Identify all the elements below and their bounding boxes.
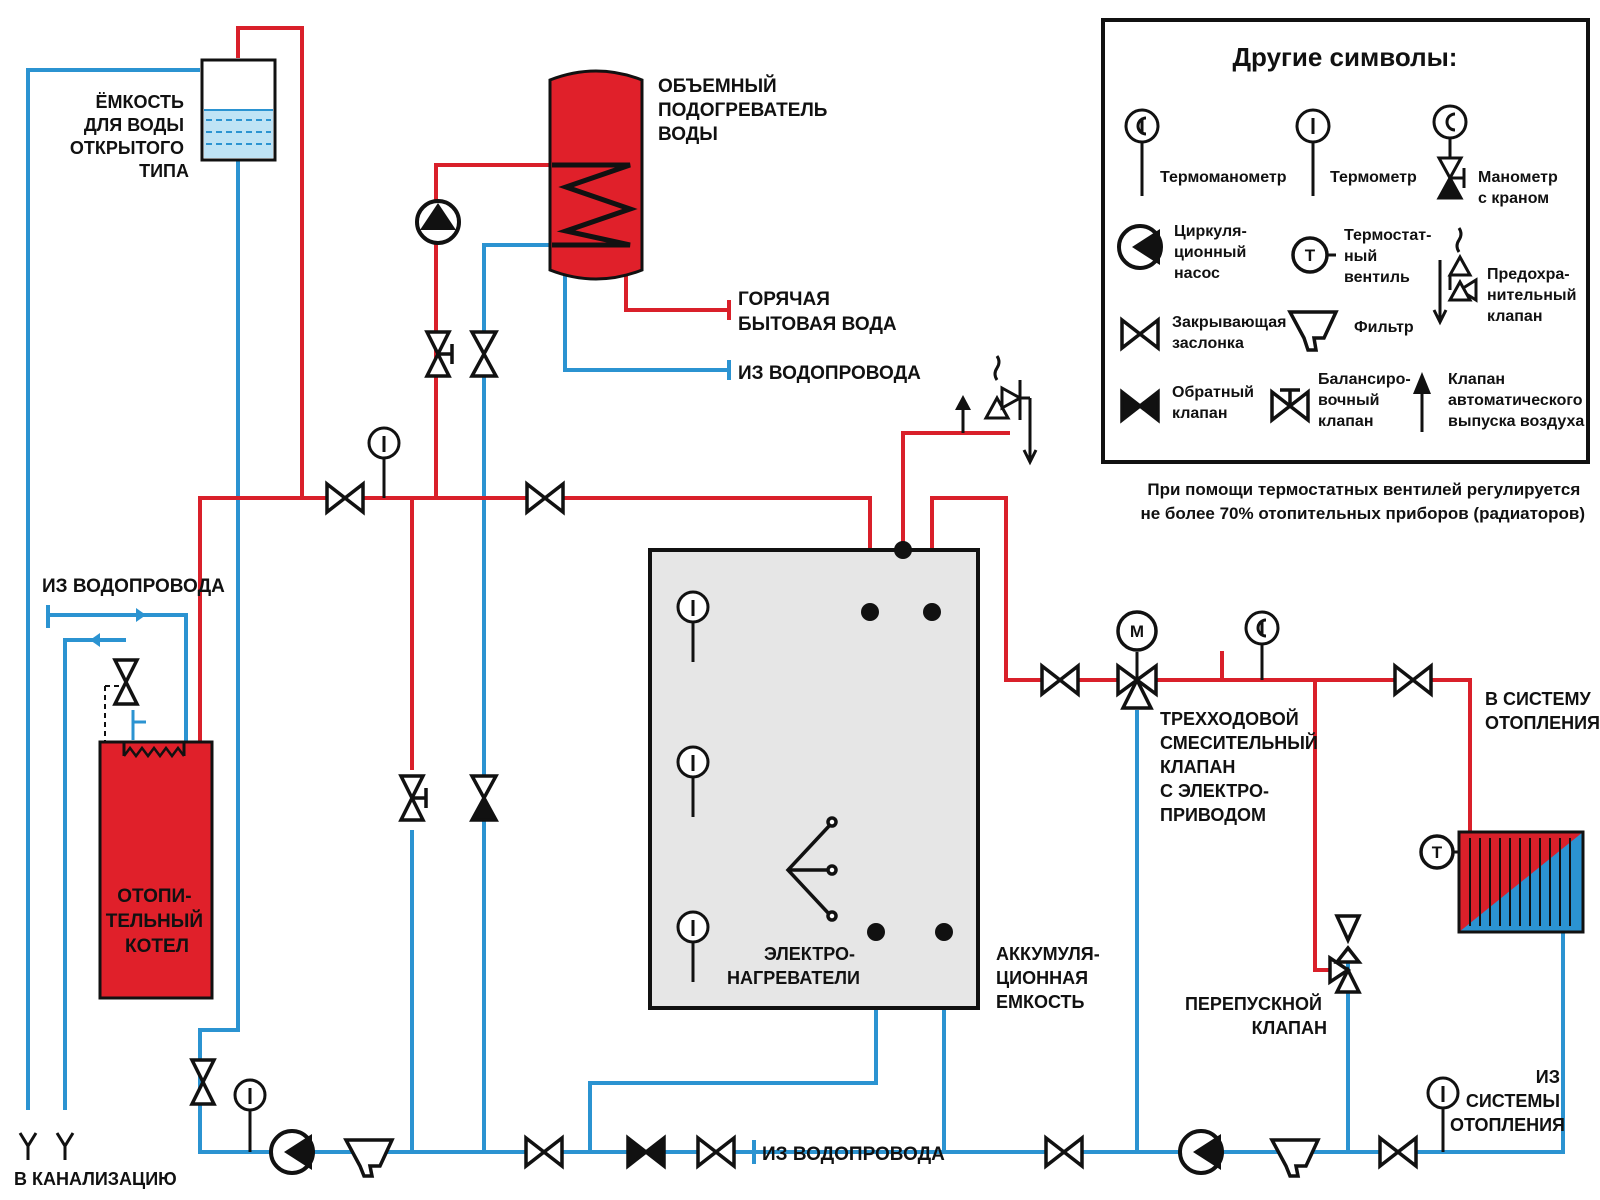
legend-shutoff-label: Закрывающая заслонка (1172, 314, 1291, 352)
pump-icon (1117, 224, 1163, 270)
shutoff-valve-icon (1120, 316, 1160, 352)
check-valve-icon (626, 1134, 666, 1170)
electric-heaters-icon (785, 816, 838, 922)
boiler (98, 740, 214, 1000)
electric-heaters-label: ЭЛЕКТРО- НАГРЕВАТЕЛИ (727, 944, 860, 988)
drain-label: В КАНАЛИЗАЦИЮ (14, 1169, 177, 1189)
legend-thermostatic-label: Термостат- ный вентиль (1344, 227, 1436, 286)
thermometer-icon (1295, 108, 1331, 196)
motor-letter: M (1130, 622, 1144, 641)
pump-icon (269, 1129, 315, 1175)
balancing-valve-icon (112, 330, 454, 822)
legend-thermomanometer-label: Термоманометр (1160, 169, 1287, 186)
arrow-left-icon (90, 633, 100, 647)
legend-title: Другие символы: (1233, 42, 1458, 72)
balancing-valve-icon (1270, 388, 1310, 424)
open-water-tank (200, 58, 277, 162)
legend-balancing-label: Балансиро- вочный клапан (1318, 371, 1415, 430)
thermometer-icon (676, 590, 710, 982)
hot-water-label: ГОРЯЧАЯ БЫТОВАЯ ВОДА (738, 289, 897, 335)
water-heater-label: ОБЪЕМНЫЙ ПОДОГРЕВАТЕЛЬ ВОДЫ (658, 75, 833, 145)
thermostatic-valve-icon (1419, 834, 1459, 870)
from-supply-left-label: ИЗ ВОДОПРОВОДА (42, 576, 225, 597)
bypass-valve-label: ПЕРЕПУСКНОЙ КЛАПАН (1185, 993, 1327, 1038)
radiator (1457, 830, 1585, 934)
legend-safety-label: Предохра- нительный клапан (1487, 266, 1581, 325)
safety-valve-icon (1432, 227, 1478, 326)
check-valve-icon (1120, 388, 1160, 424)
manometer-icon (1432, 104, 1468, 200)
drain-icon (18, 1132, 75, 1160)
thermometer-icon (233, 1078, 267, 1152)
pump-icon (415, 199, 461, 245)
air-vent-icon (1413, 372, 1431, 432)
open-tank-label: ЁМКОСТЬ ДЛЯ ВОДЫ ОТКРЫТОГО ТИПА (70, 92, 189, 181)
filter-icon (1287, 310, 1339, 352)
filter-icon (343, 1138, 1321, 1178)
from-supply-bottom-label: ИЗ ВОДОПРОВОДА (762, 1144, 945, 1165)
check-valve-icon (469, 774, 499, 822)
legend-pump-label: Циркуля- ционный насос (1174, 223, 1251, 282)
three-way-mixing-valve (1116, 610, 1158, 710)
thermomanometer-icon (1244, 610, 1280, 680)
from-supply-top-label: ИЗ ВОДОПРОВОДА (738, 363, 921, 384)
thermometer-icon (367, 426, 401, 498)
shutoff-valve-icon (325, 480, 1433, 1170)
safety-valve-icon (983, 355, 1038, 466)
boiler-label: ОТОПИ- ТЕЛЬНЫЙ КОТЕЛ (106, 886, 209, 957)
legend-filter-label: Фильтр (1354, 319, 1414, 336)
thermomanometer-icon (1124, 108, 1160, 196)
to-heating-label: В СИСТЕМУ ОТОПЛЕНИЯ (1485, 689, 1600, 733)
legend-air-vent-label: Клапан автоматического выпуска воздуха (1448, 371, 1587, 430)
thermostat-letter: T (1432, 843, 1443, 862)
air-vent-icon (955, 395, 971, 433)
legend-manometer-label: Манометр с краном (1478, 169, 1562, 207)
water-heater (548, 69, 644, 281)
thermostatic-valve-icon (1291, 236, 1336, 274)
note-text: При помощи термостатных вентилей регулир… (1140, 480, 1585, 523)
bypass-valve-icon (1328, 914, 1363, 994)
shutoff-valve-icon (189, 330, 499, 1106)
legend-check-label: Обратный клапан (1172, 384, 1258, 422)
accumulator-label: АККУМУЛЯ- ЦИОННАЯ ЕМКОСТЬ (996, 944, 1105, 1012)
legend-thermostat-letter: T (1305, 246, 1316, 265)
from-heating-label: ИЗ СИСТЕМЫ ОТОПЛЕНИЯ (1450, 1067, 1565, 1135)
legend-thermometer-label: Термометр (1330, 169, 1417, 186)
pump-icon (1178, 1129, 1224, 1175)
legend-box (1101, 18, 1590, 464)
thermometer-icon (1426, 1076, 1460, 1152)
three-way-valve-label: ТРЕХХОДОВОЙ СМЕСИТЕЛЬНЫЙ КЛАПАН С ЭЛЕКТР… (1160, 708, 1323, 825)
arrow-right-icon (136, 608, 146, 622)
